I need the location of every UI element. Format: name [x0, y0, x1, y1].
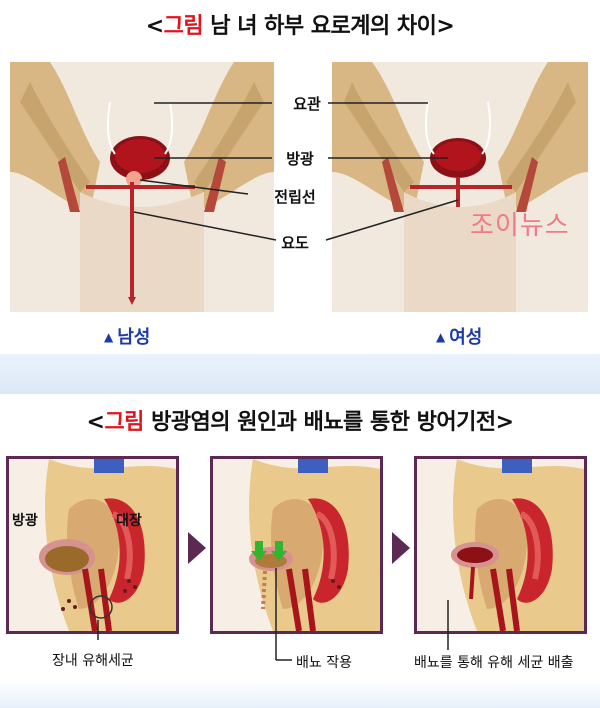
male-right-ureter [164, 101, 174, 155]
panel-cause-svg [39, 459, 176, 631]
female-left-muscle [382, 157, 404, 212]
title-text: 남 녀 하부 요로계의 차이 [203, 14, 437, 39]
green-arrow-icon [255, 541, 263, 551]
male-bladder-inner [115, 139, 165, 173]
female-caption-text: 여성 [449, 327, 483, 348]
male-left-muscle [58, 157, 80, 212]
caption-urination: 배뇨 작용 [296, 655, 352, 671]
title-open-bracket: < [145, 14, 164, 39]
panel-excretion-svg [451, 459, 584, 631]
male-right-bone-shade [194, 82, 264, 192]
section-divider-band [0, 354, 600, 394]
panel-label-colon: 대장 [116, 513, 142, 529]
green-arrow-icon [275, 541, 283, 551]
female-left-bone-shade [344, 82, 414, 192]
male-urethra-tip [128, 297, 136, 305]
top-title: <그림 남 녀 하부 요로계의 차이> [0, 8, 600, 40]
panel-urination-svg [249, 459, 380, 631]
bottom-gradient-band [0, 680, 600, 708]
label-urethra: 요도 [281, 234, 309, 252]
female-right-muscle [516, 157, 538, 212]
panel-cause [6, 456, 179, 634]
female-right-bone-shade [506, 82, 576, 192]
title-close-bracket: > [495, 410, 514, 435]
male-caption: ▲남성 [104, 323, 150, 349]
male-caption-text: 남성 [117, 327, 151, 348]
male-left-ureter [106, 101, 116, 155]
title-close-bracket: > [436, 14, 455, 39]
caption-excretion: 배뇨를 통해 유해 세균 배출 [414, 655, 574, 671]
title-figure-word: 그림 [163, 14, 204, 39]
triangle-icon: ▲ [104, 330, 114, 344]
male-anatomy-svg [10, 62, 274, 322]
male-anatomy-illustration [10, 62, 274, 322]
watermark-text: 조이뉴스 [470, 211, 570, 241]
male-lower-body [80, 192, 204, 322]
female-anatomy-svg [332, 62, 588, 322]
triangle-icon: ▲ [436, 330, 446, 344]
panel-label-bladder: 방광 [12, 513, 38, 529]
female-anatomy-illustration [332, 62, 588, 322]
step-arrow-1 [188, 532, 206, 564]
panel-excretion [414, 456, 587, 634]
female-left-ureter [424, 101, 435, 155]
male-left-bone-shade [20, 82, 90, 192]
panel-urination [210, 456, 383, 634]
female-right-ureter [481, 101, 492, 155]
step-arrow-2 [392, 532, 410, 564]
title-text: 방광염의 원인과 배뇨를 통한 방어기전 [143, 410, 496, 435]
label-bladder: 방광 [286, 150, 314, 168]
caption-intestinal-bacteria: 장내 유해세균 [52, 653, 134, 669]
label-prostate: 전립선 [274, 188, 316, 206]
bottom-title: <그림 방광염의 원인과 배뇨를 통한 방어기전> [0, 404, 600, 436]
label-ureter: 요관 [293, 95, 321, 113]
title-figure-word: 그림 [104, 410, 144, 435]
title-open-bracket: < [86, 410, 105, 435]
female-bladder-inner [435, 141, 481, 171]
female-caption: ▲여성 [436, 323, 482, 349]
